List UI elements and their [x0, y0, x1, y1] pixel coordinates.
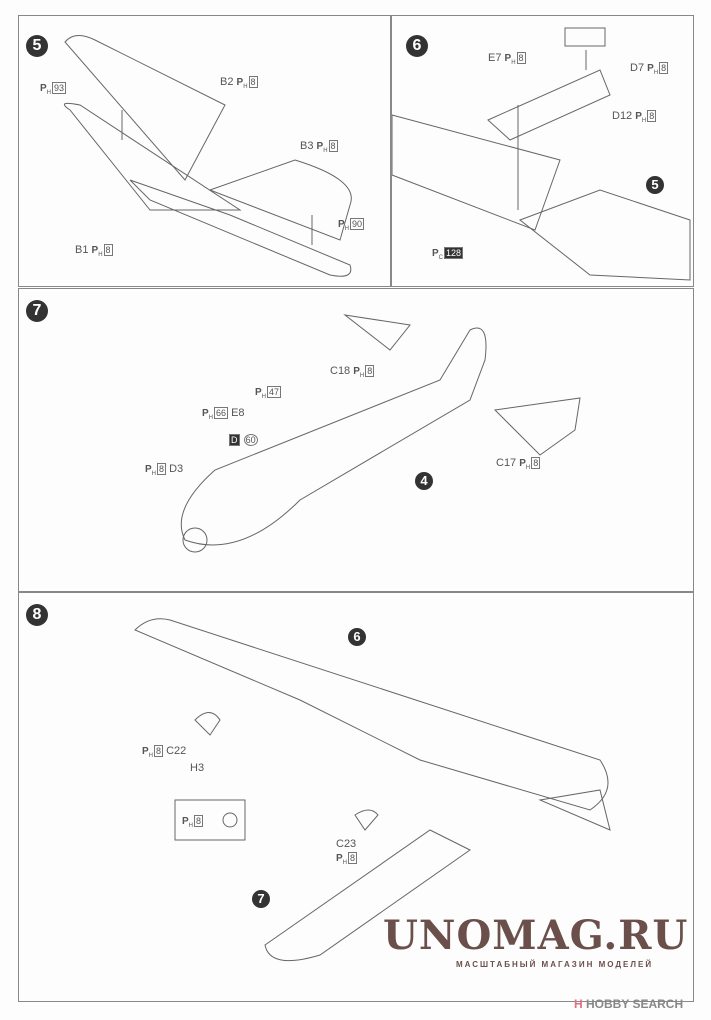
part-c22 — [194, 712, 221, 736]
subassembly-ref: 6 — [348, 628, 366, 646]
lower-wing-right — [129, 179, 352, 277]
watermark-brand: UNOMAG.RU — [383, 912, 689, 959]
step-8-panel — [18, 592, 694, 1002]
cockpit-floor-d12 — [487, 69, 611, 141]
subassembly-ref: 4 — [415, 472, 433, 490]
step-6-panel — [390, 15, 694, 287]
lower-wing-b1 — [63, 102, 242, 211]
stabilizer-c18 — [343, 314, 411, 351]
step-number: 7 — [26, 300, 48, 322]
watermark-tagline: МАСШТАБНЫЙ МАГАЗИН МОДЕЛЕЙ — [456, 960, 654, 969]
wing-assembly — [134, 618, 609, 811]
part-d7 — [564, 27, 606, 47]
upper-wing-right — [208, 159, 352, 241]
upper-wing-left — [64, 35, 226, 181]
step-number: 5 — [26, 35, 48, 57]
part-label-c23: C23 — [336, 838, 357, 850]
engine-front — [182, 527, 208, 553]
tail — [538, 789, 611, 831]
stabilizer-c17 — [493, 397, 581, 456]
step-5-panel — [18, 15, 392, 287]
detail-box — [174, 799, 246, 841]
step-number: 6 — [406, 35, 428, 57]
wing-left-section — [391, 114, 561, 231]
part-c23 — [354, 809, 379, 831]
step-number: 8 — [26, 604, 48, 626]
hobby-search-logo: H HOBBY SEARCH — [574, 997, 684, 1011]
subassembly-ref: 5 — [646, 176, 664, 194]
fuselage-assembly — [264, 829, 471, 962]
detail-circle — [222, 812, 238, 828]
wing-right-section — [518, 189, 691, 281]
paint-box-d: D 60 — [229, 434, 258, 446]
step-7-panel — [18, 288, 694, 592]
fuselage — [180, 327, 487, 546]
subassembly-ref: 7 — [252, 890, 270, 908]
part-label-h3: H3 — [190, 762, 205, 774]
